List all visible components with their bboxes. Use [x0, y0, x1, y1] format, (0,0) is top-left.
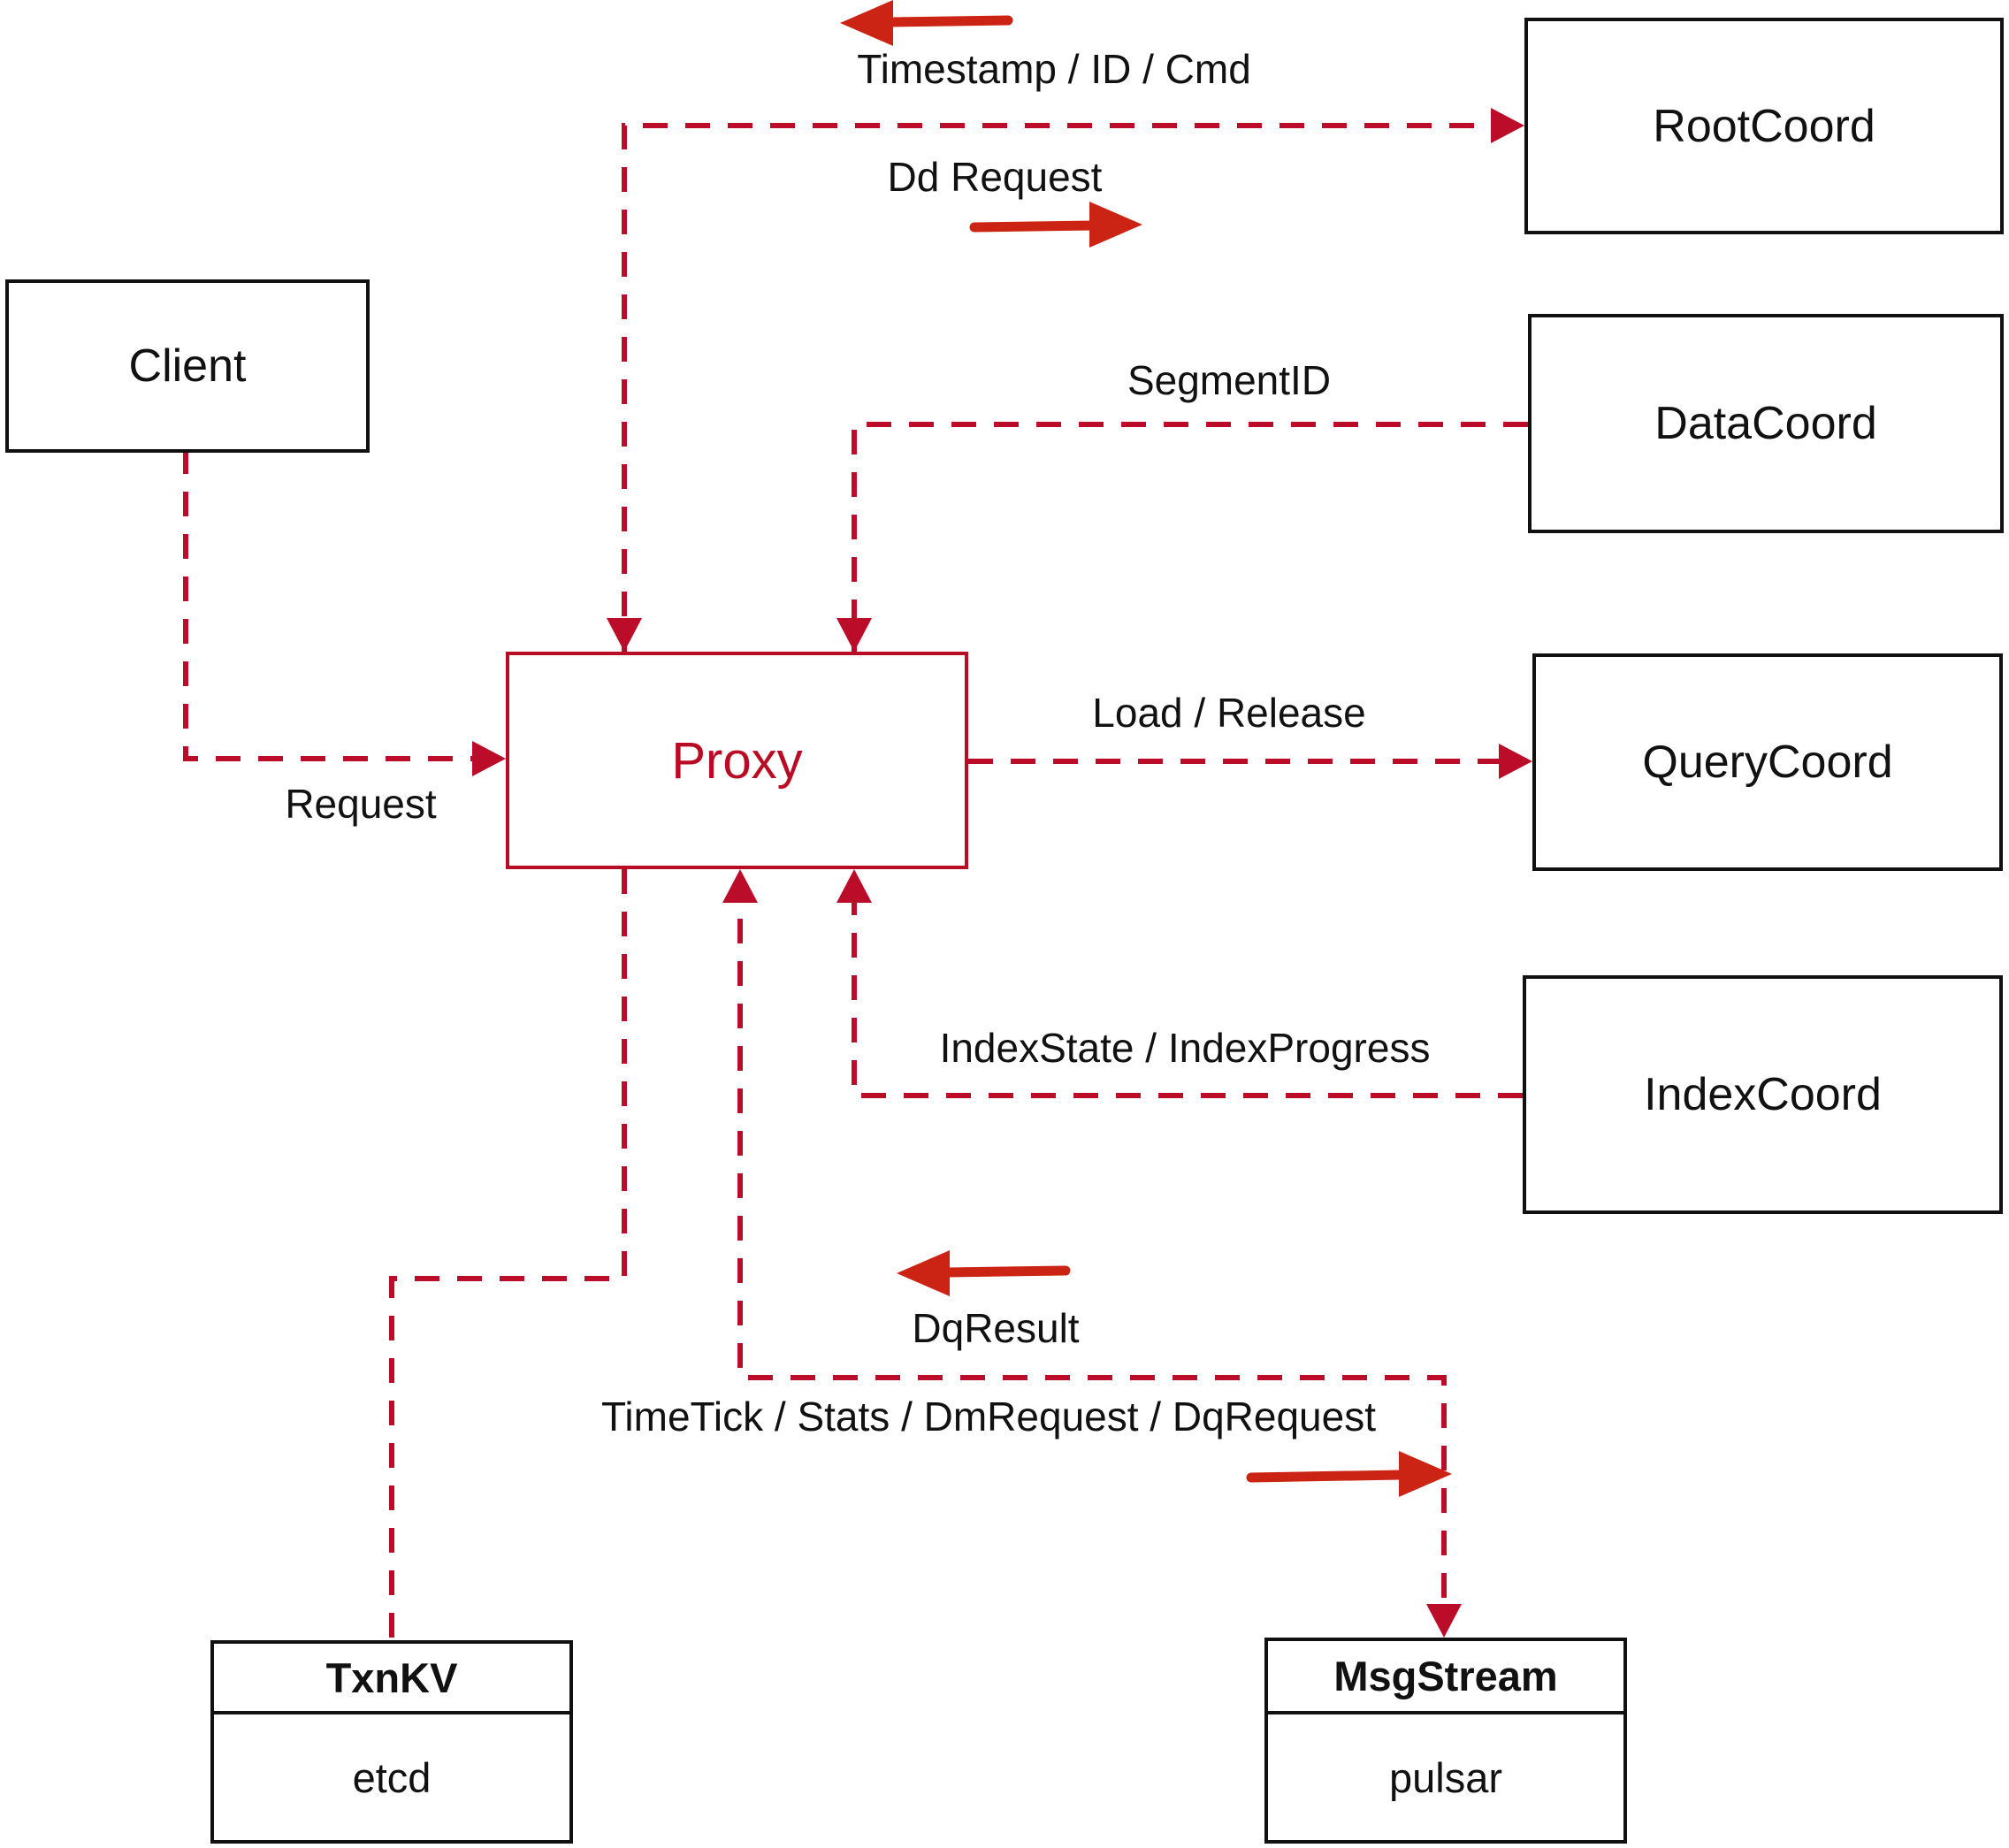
node-label: Proxy — [671, 731, 803, 790]
edge-proxy-msgstream — [737, 876, 1447, 1618]
arrow-ddrequest-right — [969, 202, 1142, 248]
arrow-timetick-right — [1246, 1451, 1452, 1497]
txnkv-title: TxnKV — [214, 1644, 569, 1714]
msgstream-title: MsgStream — [1268, 1641, 1623, 1714]
arrowhead-into-proxy-top-right — [836, 618, 872, 652]
node-msgstream: MsgStream pulsar — [1264, 1638, 1627, 1844]
node-label: DataCoord — [1654, 398, 1877, 449]
node-label: QueryCoord — [1642, 737, 1893, 788]
node-querycoord: QueryCoord — [1532, 653, 2003, 871]
arrowhead-into-proxy-left — [472, 741, 506, 776]
edge-label-timestamp-id-cmd: Timestamp / ID / Cmd — [857, 46, 1251, 92]
edge-indexcoord-proxy — [852, 876, 1523, 1098]
arrowhead-into-msgstream — [1426, 1604, 1462, 1638]
edge-label-index-state: IndexState / IndexProgress — [939, 1025, 1431, 1071]
node-proxy: Proxy — [506, 652, 968, 869]
edge-label-segment-id: SegmentID — [1127, 357, 1332, 403]
node-label: Client — [128, 340, 247, 392]
edge-label-time-tick: TimeTick / Stats / DmRequest / DqRequest — [601, 1394, 1376, 1439]
node-label: IndexCoord — [1644, 1069, 1882, 1120]
arrow-timestamp-left — [840, 0, 1013, 46]
edge-client-proxy — [183, 449, 486, 761]
edge-proxy-txnkv — [389, 869, 627, 1640]
edge-label-dq-result: DqResult — [912, 1305, 1080, 1351]
txnkv-subtitle: etcd — [352, 1753, 432, 1801]
edge-proxy-rootcoord — [622, 123, 1505, 659]
node-label: RootCoord — [1653, 100, 1875, 152]
arrowhead-into-proxy-bottom-middle — [722, 869, 758, 903]
node-client: Client — [5, 279, 370, 453]
arrowhead-into-querycoord — [1499, 744, 1532, 779]
msgstream-subtitle: pulsar — [1388, 1753, 1502, 1801]
edge-label-load-release: Load / Release — [1092, 690, 1366, 736]
arrowhead-into-proxy-top-left — [607, 618, 642, 652]
node-indexcoord: IndexCoord — [1523, 975, 2003, 1214]
arrowhead-into-proxy-bottom-right — [836, 869, 872, 903]
node-datacoord: DataCoord — [1528, 314, 2004, 533]
node-rootcoord: RootCoord — [1524, 18, 2004, 234]
arrow-dqresult-left — [897, 1250, 1071, 1296]
node-txnkv: TxnKV etcd — [210, 1640, 573, 1844]
edge-datacoord-proxy — [852, 422, 1528, 659]
edge-label-dd-request: Dd Request — [887, 154, 1103, 200]
edge-label-request: Request — [285, 781, 437, 827]
arrowhead-into-rootcoord — [1491, 108, 1524, 143]
